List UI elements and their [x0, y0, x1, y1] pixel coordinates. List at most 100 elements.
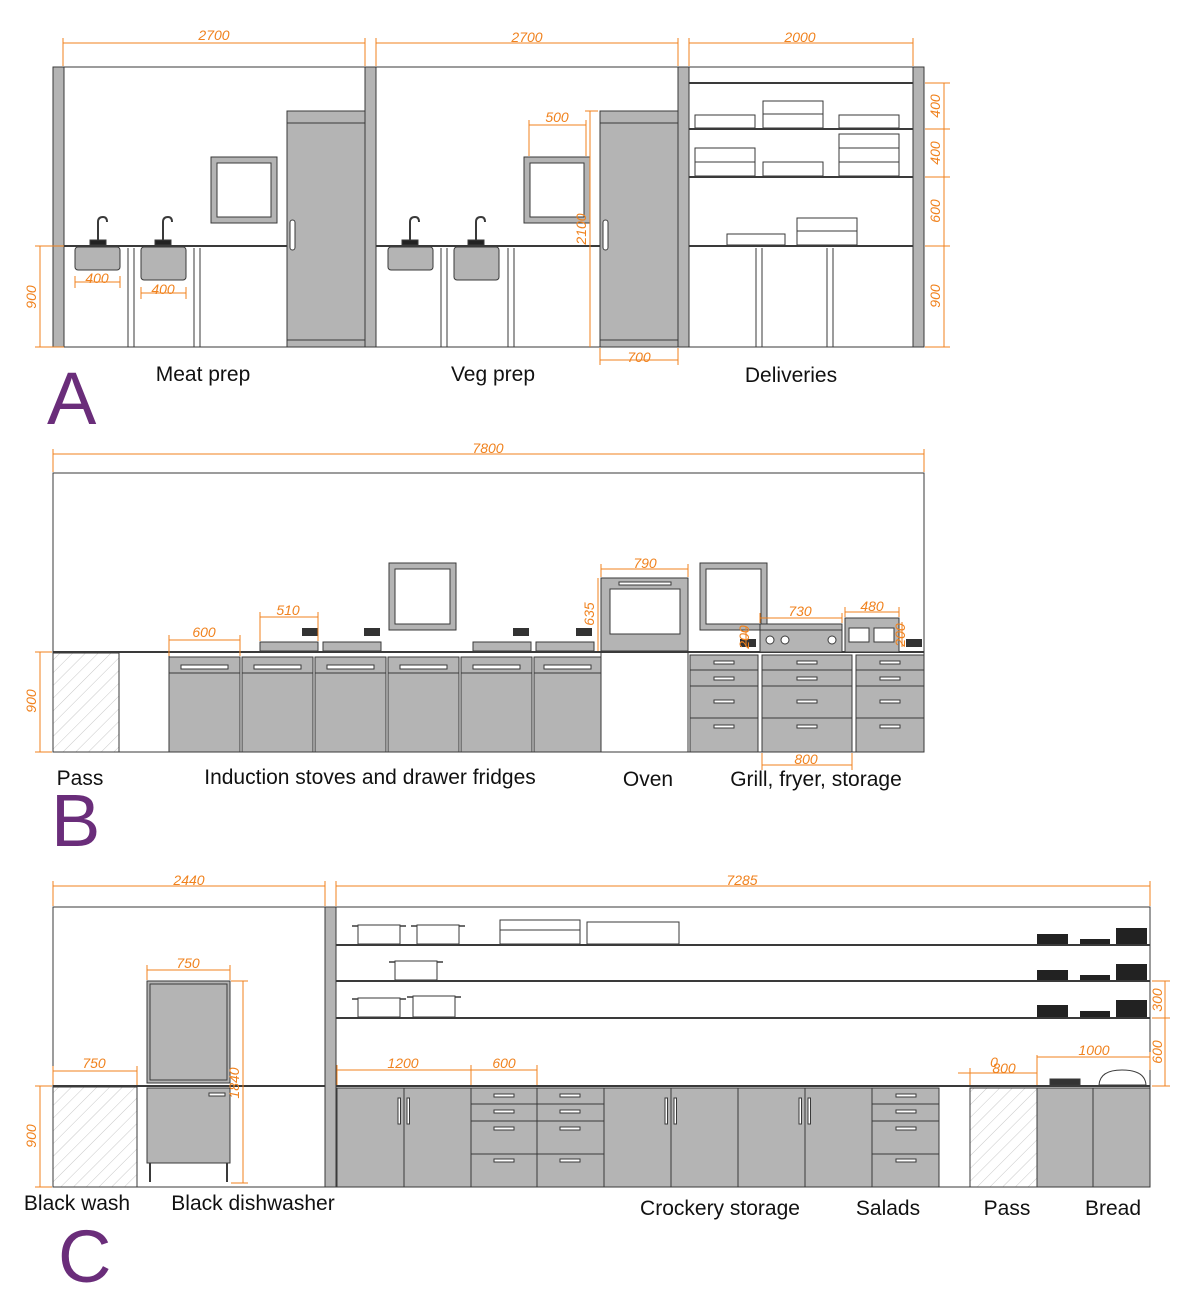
dim-total-width: 7800: [472, 440, 503, 456]
dim-grill-width: 730: [788, 603, 812, 619]
bread-icon: [1098, 1069, 1147, 1086]
dim-counter-height: 900: [23, 1124, 39, 1148]
dim-pass-width: 800: [992, 1060, 1016, 1076]
drawer-fridge: [387, 656, 460, 753]
section-letter-a: A: [47, 357, 97, 440]
dim-shelf-spacing: 300: [1149, 988, 1165, 1012]
wall-post: [364, 66, 377, 348]
dim-fryer-width: 480: [860, 598, 884, 614]
wall-post: [52, 66, 65, 348]
tap-icon: [409, 215, 420, 244]
label-grill: Grill, fryer, storage: [730, 768, 902, 791]
window-glass: [394, 568, 451, 625]
drawer-handle: [472, 664, 521, 670]
dim-sink-2: 400: [151, 281, 175, 297]
wall-post: [912, 66, 925, 348]
dim-meat-width: 2700: [197, 27, 229, 43]
wall-post: [677, 66, 690, 348]
pot-icon: [357, 997, 401, 1018]
window-glass: [216, 162, 272, 218]
induction-stove: [259, 641, 319, 652]
pot-icon: [357, 924, 401, 945]
wash-hatch: [52, 1086, 138, 1188]
box: [762, 113, 824, 129]
pass-hatch: [969, 1087, 1038, 1188]
section-c-dimensions: 2440 7285 900 750 750 1840 1200 600 0 80…: [23, 872, 1165, 1148]
socket-icon: [576, 628, 592, 636]
dim-shelf-base: 900: [927, 284, 943, 308]
dim-shelf-1: 400: [927, 94, 943, 118]
label-crockery: Crockery storage: [640, 1197, 800, 1220]
pass-hatch: [52, 652, 120, 753]
dim-drawer-width: 600: [192, 624, 216, 640]
oven-handle: [618, 581, 672, 586]
section-a-dimensions: 2700 2700 2000 900 400 400 500 2100 700 …: [23, 27, 943, 365]
box: [762, 100, 824, 115]
dim-counter-height: 900: [23, 689, 39, 713]
box: [838, 133, 900, 149]
drawer-fridge: [533, 656, 602, 753]
dim-shelf-3: 600: [927, 199, 943, 223]
box: [796, 217, 858, 232]
box: [694, 147, 756, 163]
box: [796, 230, 858, 246]
dim-dishwasher-height: 1840: [226, 1067, 242, 1098]
dim-right-width: 7285: [726, 872, 757, 888]
socket-icon: [513, 628, 529, 636]
drawer-handle: [543, 664, 592, 670]
bread-board: [1049, 1078, 1081, 1086]
sink: [74, 246, 121, 271]
label-pass-c: Pass: [984, 1197, 1031, 1220]
tray: [586, 921, 680, 945]
sink: [453, 246, 500, 281]
section-b-dimensions: 7800 900 600 510 790 635 730 480 800 200…: [23, 440, 908, 767]
tap-icon: [475, 215, 486, 244]
plates-stack: [1080, 1011, 1110, 1017]
dim-bread-width: 1000: [1078, 1042, 1109, 1058]
section-a: [35, 38, 950, 365]
dim-deliveries-width: 2000: [783, 29, 815, 45]
section-letter-b: B: [51, 779, 100, 862]
label-oven: Oven: [623, 768, 673, 791]
tap-base: [467, 239, 485, 246]
label-induction: Induction stoves and drawer fridges: [204, 766, 536, 789]
drawer-handle: [180, 664, 229, 670]
dim-wash-width: 750: [82, 1055, 106, 1071]
socket-icon: [906, 639, 922, 647]
dim-storage-width: 800: [794, 751, 818, 767]
dim-sink-1: 400: [85, 270, 109, 286]
dim-left-width: 2440: [172, 872, 204, 888]
plates-stack: [1080, 939, 1110, 944]
fridge: [599, 110, 679, 348]
drawer-fridge: [241, 656, 314, 753]
dishwasher-handle: [208, 1092, 226, 1097]
pot-icon: [394, 960, 438, 981]
socket-icon: [302, 628, 318, 636]
knob-icon: [827, 635, 837, 645]
dim-cupboard-width: 1200: [387, 1055, 418, 1071]
box: [838, 114, 900, 129]
tap-base: [154, 239, 172, 246]
dim-small-b: 200: [892, 623, 908, 648]
box: [694, 161, 756, 177]
box: [838, 147, 900, 163]
plates-stack: [1080, 975, 1110, 980]
sink: [387, 246, 434, 271]
dim-fridge-width: 700: [627, 349, 651, 365]
tray: [499, 919, 581, 931]
fridge: [286, 110, 366, 348]
label-black-wash: Black wash: [24, 1192, 130, 1215]
plates-stack: [1116, 928, 1147, 944]
fridge-handle: [602, 219, 609, 251]
dim-fridge-height: 2100: [573, 213, 589, 245]
label-veg-prep: Veg prep: [451, 363, 535, 386]
fridge-handle: [289, 219, 296, 251]
section-c: [35, 881, 1170, 1188]
section-b: [35, 449, 925, 770]
dishwasher-base: [146, 1087, 231, 1164]
fryer-basket: [848, 627, 870, 643]
dim-shelf-base: 600: [1149, 1040, 1165, 1064]
dim-stove-width: 510: [276, 602, 300, 618]
drawer-handle: [326, 664, 375, 670]
